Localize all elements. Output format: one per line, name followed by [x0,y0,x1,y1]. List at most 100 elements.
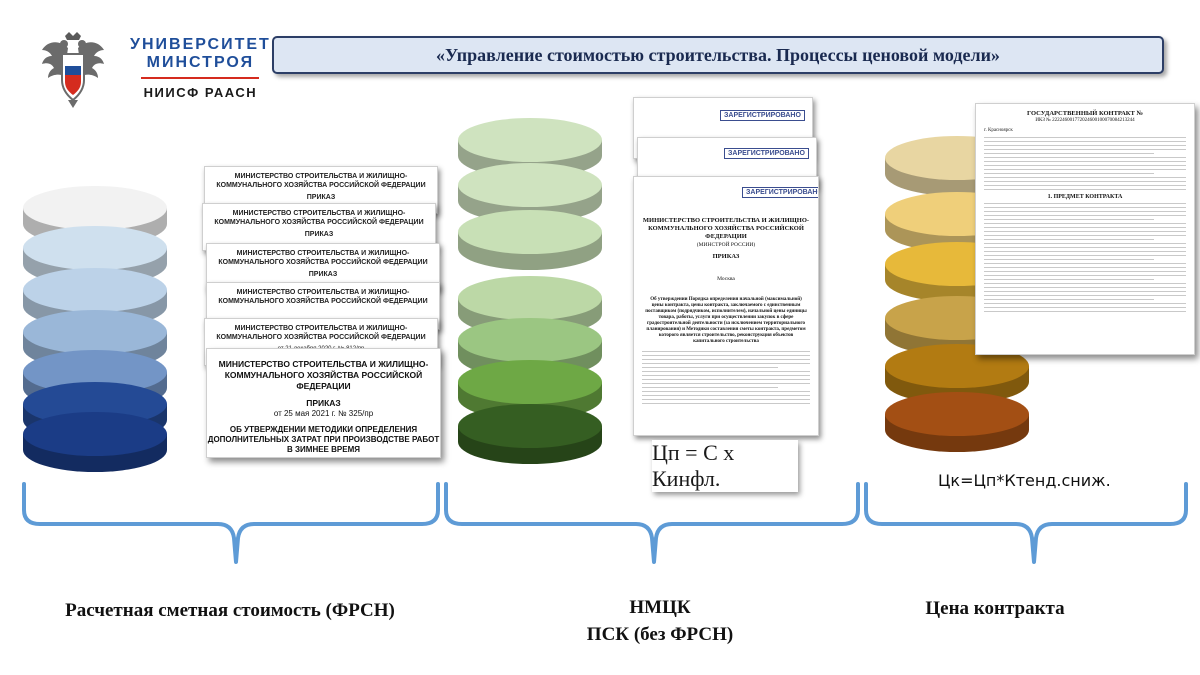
nmck-disc-2 [458,210,602,270]
frsn-main-order-document: МИНИСТЕРСТВО СТРОИТЕЛЬСТВА И ЖИЛИЩНО-КОМ… [206,348,441,458]
nmck-back-stamp-1: ЗАРЕГИСТРИРОВАНО [720,110,805,121]
double-headed-eagle-emblem-icon [42,32,104,108]
contract-body [976,203,1194,312]
logo: УНИВЕРСИТЕТ МИНСТРОЯ НИИСФ РААСН [38,30,271,110]
text-line [984,287,1186,288]
text-line [984,251,1186,252]
text-line [984,255,1186,256]
text-line [984,231,1186,232]
frsn-doc-order: ПРИКАЗ [304,231,334,238]
text-line [984,211,1186,212]
text-line [984,307,1186,308]
text-line [642,359,810,360]
text-line [984,311,1186,312]
nmck-order: ПРИКАЗ [712,253,740,260]
text-line [642,391,810,392]
nmck-order-document: ЗАРЕГИСТРИРОВАНО МИНИСТЕРСТВО СТРОИТЕЛЬС… [633,176,819,436]
text-line [642,395,810,396]
nmck-formula-box: Цп = С х Кинфл. [652,440,798,492]
text-line [984,203,1186,204]
text-line [984,145,1186,146]
text-line [984,263,1186,264]
title-bar: «Управление стоимостью строительства. Пр… [272,36,1164,74]
text-line [984,207,1186,208]
text-line [984,235,1186,236]
text-line [642,351,810,352]
text-line [642,367,778,368]
label-contract: Цена контракта [925,598,1065,619]
text-line [984,283,1186,284]
contract-title: ГОСУДАРСТВЕННЫЙ КОНТРАКТ № [1027,110,1143,117]
text-line [984,279,1154,280]
text-line [984,169,1186,170]
text-line [984,271,1186,272]
text-line [984,291,1186,292]
text-line [642,371,810,372]
text-line [642,355,810,356]
text-line [984,173,1154,174]
text-line [984,295,1186,296]
text-line [984,275,1186,276]
text-line [642,379,810,380]
logo-line-university: УНИВЕРСИТЕТ [130,36,271,53]
text-line [984,243,1186,244]
logo-divider [141,77,260,79]
contract-city: г. Красноярск [984,128,1013,133]
frsn-doc-ministry: МИНИСТЕРСТВО СТРОИТЕЛЬСТВА И ЖИЛИЩНО-КОМ… [216,173,426,189]
contract-document: ГОСУДАРСТВЕННЫЙ КОНТРАКТ № ИКЗ № 2222460… [975,103,1195,355]
frsn-doc-ministry: МИНИСТЕРСТВО СТРОИТЕЛЬСТВА И ЖИЛИЩНО-КОМ… [218,289,428,305]
text-line [984,259,1154,260]
contract-ikz: ИКЗ № 222246001772024600100070084213244 [1035,118,1135,123]
frsn-main-doc-subject: ОБ УТВЕРЖДЕНИИ МЕТОДИКИ ОПРЕДЕЛЕНИЯ ДОПО… [207,425,440,454]
contract-disc-4 [885,344,1029,404]
frsn-disc-6 [23,412,167,472]
frsn-doc-ministry: МИНИСТЕРСТВО СТРОИТЕЛЬСТВА И ЖИЛИЩНО-КОМ… [218,250,428,266]
nmck-body-text [634,351,818,404]
contract-formula: Цк=Цп*Ктенд.сниж. [938,471,1111,490]
text-line [984,165,1186,166]
frsn-doc-order: ПРИКАЗ [306,194,336,201]
text-line [642,387,778,388]
text-line [984,239,1154,240]
nmck-disc-6 [458,404,602,464]
nmck-subject: Об утверждении Порядка определения начал… [645,297,807,344]
text-line [642,383,810,384]
logo-text: УНИВЕРСИТЕТ МИНСТРОЯ НИИСФ РААСН [130,36,271,100]
brace-nmck [444,482,860,564]
page-title: «Управление стоимостью строительства. Пр… [436,44,1000,65]
text-line [984,223,1186,224]
text-line [984,189,1186,190]
text-line [642,399,810,400]
text-line [984,153,1154,154]
text-line [642,363,810,364]
text-line [984,149,1186,150]
nmck-formula: Цп = С х Кинфл. [652,440,735,491]
text-line [984,227,1186,228]
text-line [984,157,1186,158]
nmck-stamp: ЗАРЕГИСТРИРОВАНО [742,187,818,198]
text-line [984,303,1186,304]
nmck-back-stamp-2: ЗАРЕГИСТРИРОВАНО [724,148,809,159]
contract-disc-5 [885,392,1029,452]
text-line [984,141,1186,142]
brace-contract [864,482,1188,564]
brace-frsn [22,482,440,564]
nmck-ministry: МИНИСТЕРСТВО СТРОИТЕЛЬСТВА И ЖИЛИЩНО-КОМ… [642,217,810,240]
text-line [984,247,1186,248]
contract-preamble [976,137,1194,190]
frsn-main-doc-date: от 25 мая 2021 г. № 325/пр [273,409,374,418]
text-line [984,137,1186,138]
text-line [984,161,1186,162]
text-line [984,267,1186,268]
text-line [984,215,1186,216]
nmck-city: Москва [717,276,735,282]
text-line [984,219,1154,220]
label-psk: ПСК (без ФРСН) [586,624,734,645]
logo-line-niisf: НИИСФ РААСН [143,85,258,100]
frsn-doc-ministry: МИНИСТЕРСТВО СТРОИТЕЛЬСТВА И ЖИЛИЩНО-КОМ… [214,210,424,226]
text-line [642,375,810,376]
frsn-doc-order: ПРИКАЗ [308,271,338,278]
frsn-main-doc-ministry: МИНИСТЕРСТВО СТРОИТЕЛЬСТВА И ЖИЛИЩНО-КОМ… [218,359,429,391]
